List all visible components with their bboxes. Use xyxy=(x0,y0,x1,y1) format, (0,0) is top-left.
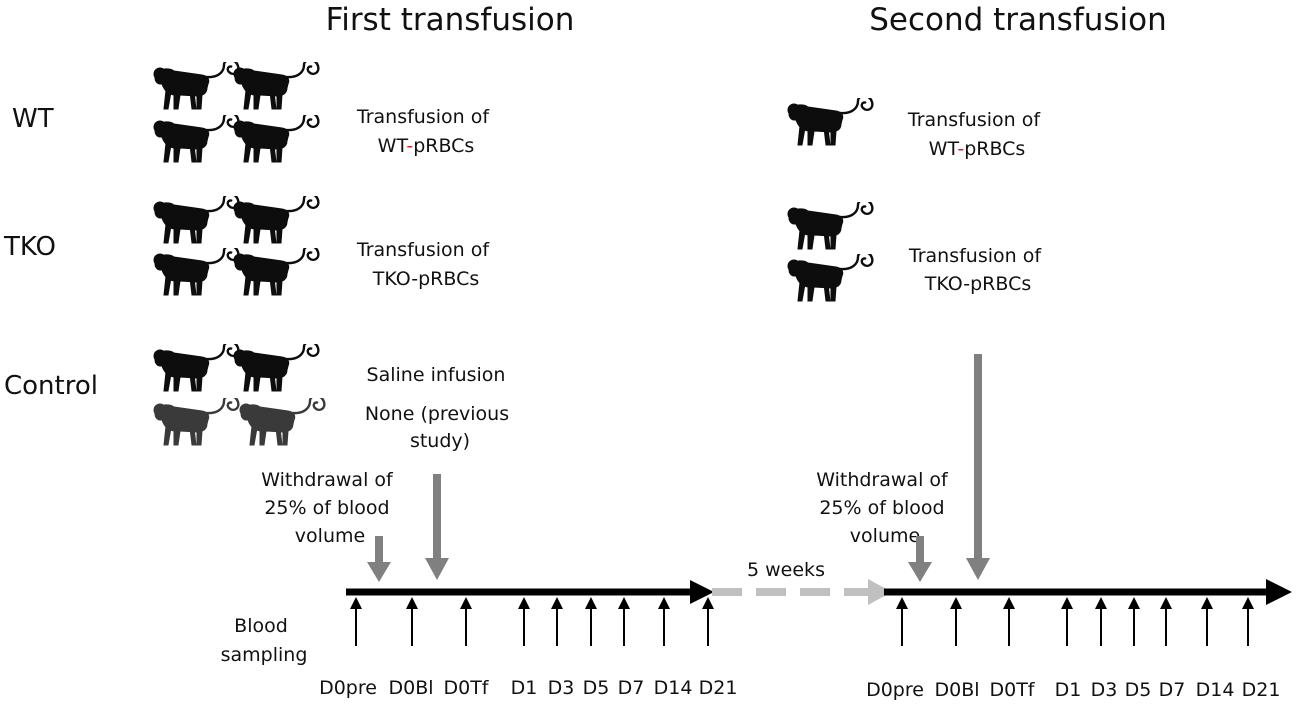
group-label-wt: WT xyxy=(12,104,54,134)
second-timeline xyxy=(884,579,1292,605)
first-withdrawal-text: Withdrawal of 25% of blood volume xyxy=(261,469,399,547)
second-withdrawal-text: Withdrawal of 25% of blood volume xyxy=(816,469,954,547)
monkey-icon xyxy=(238,398,326,447)
sampling-arrow xyxy=(658,597,670,646)
sampling-arrow xyxy=(1201,597,1213,646)
sampling-arrow xyxy=(896,597,908,646)
monkey-icon xyxy=(152,344,240,393)
tick-label: D1 xyxy=(1055,679,1082,701)
monkey-icon xyxy=(232,344,320,393)
monkey-icon xyxy=(152,115,240,164)
group-label-control: Control xyxy=(4,371,98,401)
tick-label: D5 xyxy=(1125,679,1152,701)
sampling-arrow xyxy=(1095,597,1107,646)
second-sampling-arrows xyxy=(896,597,1254,646)
sampling-arrow xyxy=(460,597,472,646)
tick-label: D14 xyxy=(654,677,693,699)
first-timeline xyxy=(346,580,714,604)
first-tick-labels: D0pre D0Bl D0Tf D1 D3 D5 D7 D14 D21 xyxy=(319,677,737,699)
first-transfusion-title: First transfusion xyxy=(326,2,575,38)
second-withdrawal-arrow xyxy=(908,536,932,582)
monkey-icon xyxy=(786,202,874,251)
second-wt-description: Transfusion of WT-pRBCs xyxy=(907,109,1046,160)
first-withdrawal-arrow xyxy=(367,536,391,582)
tick-label: D3 xyxy=(1091,679,1118,701)
monkey-icon xyxy=(152,62,240,111)
monkey-icon xyxy=(232,62,320,111)
tko-monkeys-first xyxy=(152,196,320,297)
tick-label: D21 xyxy=(1242,679,1281,701)
monkey-icon xyxy=(786,98,874,147)
tick-label: D0Bl xyxy=(388,677,433,699)
sampling-arrow xyxy=(350,597,362,646)
blood-sampling-label: Blood sampling xyxy=(221,615,308,666)
second-tick-labels: D0pre D0Bl D0Tf D1 D3 D5 D7 D14 D21 xyxy=(866,679,1280,701)
sampling-arrow xyxy=(950,597,962,646)
tick-label: D5 xyxy=(583,677,610,699)
control-monkeys-first xyxy=(152,344,326,447)
sampling-arrow xyxy=(702,597,714,646)
sampling-arrow xyxy=(1061,597,1073,646)
sampling-arrow xyxy=(1128,597,1140,646)
monkey-icon xyxy=(232,196,320,245)
tick-label: D0Tf xyxy=(989,679,1035,701)
monkey-icon xyxy=(786,254,874,303)
monkey-icon xyxy=(152,248,240,297)
wt-monkeys-second xyxy=(786,98,874,147)
tick-label: D7 xyxy=(1159,679,1186,701)
first-wt-description: Transfusion of WT-pRBCs xyxy=(356,106,495,157)
tick-label: D1 xyxy=(511,677,538,699)
sampling-arrow xyxy=(585,597,597,646)
sampling-arrow xyxy=(518,597,530,646)
sampling-arrow xyxy=(1003,597,1015,646)
tick-label: D14 xyxy=(1196,679,1235,701)
gap-dashed-arrow xyxy=(712,579,892,605)
control-none-description: None (previous study) xyxy=(365,403,515,452)
tick-label: D0pre xyxy=(866,679,924,701)
gap-label: 5 weeks xyxy=(747,559,825,581)
tick-label: D0Tf xyxy=(443,677,489,699)
gray-arrows xyxy=(367,354,990,582)
monkey-icon xyxy=(152,398,240,447)
first-transfusion-arrow xyxy=(425,474,449,580)
second-tko-description: Transfusion of TKO-pRBCs xyxy=(908,245,1047,295)
tick-label: D0Bl xyxy=(934,679,979,701)
first-sampling-arrows xyxy=(350,597,714,646)
monkey-icon xyxy=(152,196,240,245)
tick-label: D7 xyxy=(618,677,645,699)
sampling-arrow xyxy=(406,597,418,646)
group-label-tko: TKO xyxy=(3,232,56,262)
sampling-arrow xyxy=(551,597,563,646)
tick-label: D0pre xyxy=(319,677,377,699)
second-transfusion-arrow xyxy=(966,354,990,580)
sampling-arrow xyxy=(618,597,630,646)
second-transfusion-title: Second transfusion xyxy=(869,2,1167,38)
tick-label: D21 xyxy=(699,677,738,699)
first-tko-description: Transfusion of TKO-pRBCs xyxy=(356,239,495,290)
monkey-icon xyxy=(232,115,320,164)
wt-monkeys-first xyxy=(152,62,320,164)
sampling-arrow xyxy=(1242,597,1254,646)
tko-monkeys-second xyxy=(786,202,874,303)
monkey-icon xyxy=(232,248,320,297)
control-saline-description: Saline infusion xyxy=(367,364,506,386)
sampling-arrow xyxy=(1160,597,1172,646)
tick-label: D3 xyxy=(548,677,575,699)
